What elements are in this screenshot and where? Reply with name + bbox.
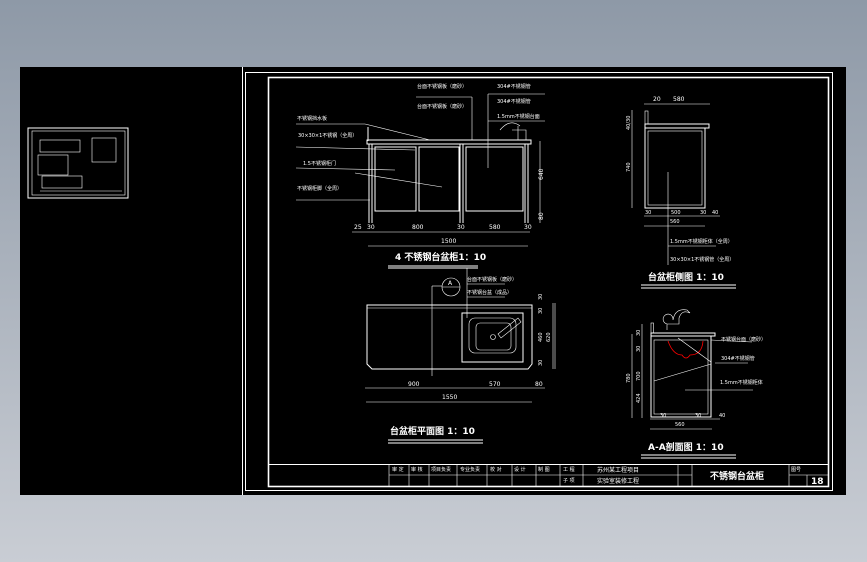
view-title: A-A剖面图 1：10 bbox=[648, 441, 724, 453]
drawing-text: 304#不锈钢管 bbox=[497, 83, 531, 90]
drawing-text: 740 bbox=[626, 162, 632, 172]
drawing-text: 台面不锈钢板（磨砂） bbox=[467, 276, 517, 283]
drawing-frame bbox=[267, 76, 830, 488]
drawing-text: 560 bbox=[675, 422, 685, 428]
revision-cloud bbox=[667, 340, 704, 359]
layout-thumbnail[interactable] bbox=[27, 127, 129, 199]
drawing-text: 台面不锈钢板（磨砂） bbox=[417, 103, 467, 110]
drawing-text: 30 bbox=[636, 330, 642, 336]
drawing-text: 设 计 bbox=[514, 466, 526, 473]
drawing-text: 40 bbox=[719, 413, 725, 419]
drawing-text: 台面不锈钢板（磨砂） bbox=[417, 83, 467, 90]
drawing-text: 580 bbox=[673, 96, 685, 103]
drawing-text: 1550 bbox=[442, 394, 457, 401]
model-space-canvas[interactable] bbox=[20, 67, 846, 495]
drawing-text: 460 bbox=[538, 332, 544, 342]
drawing-text: 30 bbox=[636, 346, 642, 352]
drawing-text: 30 bbox=[645, 210, 651, 216]
drawing-text: 苏州某工程项目 bbox=[597, 466, 639, 474]
drawing-text: 700 bbox=[636, 371, 642, 381]
drawing-text: 子 项 bbox=[563, 477, 575, 484]
side-view: 20 580 40/30 740 30 500 30 40 560 1.5mm不… bbox=[626, 96, 736, 289]
view-title: 4 不锈钢台盆柜1：10 bbox=[395, 251, 486, 263]
drawing-text: 审 核 bbox=[411, 466, 423, 473]
drawing-text: 570 bbox=[489, 381, 501, 388]
drawing-text: 30 bbox=[538, 308, 544, 314]
front-view: 640 80 25 30 800 30 580 30 1500 不锈钢挡水板 3… bbox=[295, 83, 545, 269]
drawing-text: 40/30 bbox=[626, 116, 632, 130]
drawing-text: 780 bbox=[626, 373, 632, 383]
view-title: 台盆柜平面图 1：10 bbox=[390, 425, 475, 437]
callout: 1.5不锈钢柜门 bbox=[303, 160, 336, 167]
drawing-text: 500 bbox=[671, 210, 681, 216]
callout: 不锈钢挡水板 bbox=[297, 115, 327, 122]
drawing-text: 30 bbox=[700, 210, 706, 216]
drawing-text: 30 bbox=[367, 224, 375, 231]
section-view: 不锈钢台面（磨砂） 304#不锈钢管 1.5mm不锈钢柜体 780 30 30 … bbox=[626, 309, 766, 459]
drawing-text: 30 bbox=[524, 224, 532, 231]
drawing-text: 40 bbox=[712, 210, 718, 216]
drawing-text: 工 程 bbox=[563, 466, 575, 473]
drawing-text: 1.5mm不锈钢柜体（全周） bbox=[670, 238, 733, 245]
title-block: 审 定 审 核 项目负责 专业负责 校 对 设 计 制 图 工 程 子 项 苏州… bbox=[268, 464, 828, 487]
drawing-text: 1.5mm不锈钢柜体 bbox=[720, 379, 763, 386]
drawing-text: 制 图 bbox=[538, 466, 550, 473]
drawing-text: 900 bbox=[408, 381, 420, 388]
drawing-border bbox=[245, 72, 833, 491]
drawing-text: 不锈钢台面（磨砂） bbox=[721, 336, 766, 343]
drawing-text: 20 bbox=[653, 96, 661, 103]
drawing-text: 专业负责 bbox=[460, 466, 480, 473]
drawing-text: 30 bbox=[660, 413, 666, 419]
drawing-text: 30 bbox=[538, 360, 544, 366]
drawing-text: 实验室装修工程 bbox=[597, 477, 639, 485]
drawing-text: 424 bbox=[636, 393, 642, 403]
view-title: 台盆柜侧图 1：10 bbox=[648, 271, 724, 283]
drawing-text: 审 定 bbox=[392, 466, 404, 473]
drawing-text: 25 bbox=[354, 224, 362, 231]
drawing-text: 30 bbox=[695, 413, 701, 419]
drawing-text: 800 bbox=[412, 224, 424, 231]
drawing-text: 304#不锈钢管 bbox=[497, 98, 531, 105]
drawing-text: 图号 bbox=[791, 467, 801, 473]
drawing-text: 620 bbox=[546, 332, 552, 342]
drawing-text: 1.5mm不锈钢台面 bbox=[497, 113, 540, 120]
dim-label: 640 bbox=[538, 168, 545, 180]
plan-view: A 台面不锈钢板（磨砂） 不锈钢台盆（成品） 900 570 80 1550 3… bbox=[365, 268, 556, 444]
drawing-text: A bbox=[448, 280, 453, 287]
drawing-text: 560 bbox=[670, 219, 680, 225]
drawing-text: 不锈钢台盆（成品） bbox=[467, 289, 512, 296]
callout: 30×30×1不锈钢（全周） bbox=[298, 132, 357, 139]
drawing-text: 304#不锈钢管 bbox=[721, 355, 755, 362]
drawing-text: 校 对 bbox=[490, 466, 502, 473]
drawing-text: 1500 bbox=[441, 238, 456, 245]
drawing-name: 不锈钢台盆柜 bbox=[710, 470, 764, 482]
drawing-text: 80 bbox=[535, 381, 543, 388]
drawing-text: 30×30×1不锈钢管（全周） bbox=[670, 256, 734, 263]
drawing-text: 30 bbox=[538, 294, 544, 300]
callout: 不锈钢柜脚（全周） bbox=[297, 185, 342, 192]
drawing-text: 580 bbox=[489, 224, 501, 231]
drawing-text: 30 bbox=[457, 224, 465, 231]
sheet-number: 18 bbox=[811, 477, 824, 487]
dim-label: 80 bbox=[538, 212, 545, 220]
drawing-text: 项目负责 bbox=[431, 466, 451, 473]
